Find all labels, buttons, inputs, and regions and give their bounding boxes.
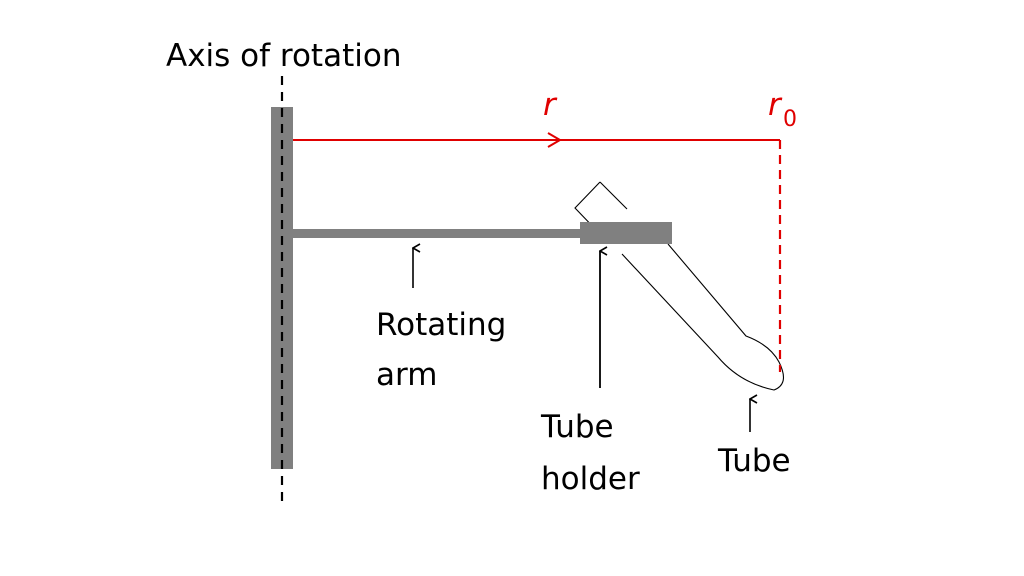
- r0-label-base: r: [768, 87, 783, 123]
- radius-arrow-icon: [512, 132, 562, 148]
- tube-label: Tube: [717, 443, 791, 479]
- tube: [574, 181, 785, 391]
- r0-label: r 0: [768, 87, 797, 132]
- tube-holder: [580, 222, 672, 244]
- axis-label: Axis of rotation: [166, 38, 401, 74]
- rotating-arm-label-line1: Rotating: [376, 307, 506, 343]
- tube-holder-label-line2: holder: [541, 461, 640, 497]
- rotating-arm-label-line2: arm: [376, 357, 437, 393]
- tube-holder-label-line1: Tube: [540, 409, 614, 445]
- rotating-arm: [293, 229, 583, 238]
- r-label: r: [543, 87, 558, 123]
- r0-label-subscript: 0: [783, 107, 797, 132]
